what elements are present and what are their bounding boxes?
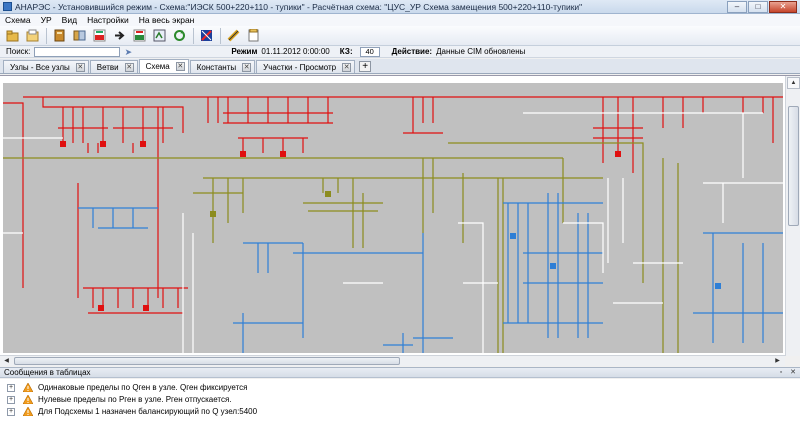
import-icon bbox=[73, 30, 85, 41]
vertical-scroll-thumb[interactable] bbox=[788, 106, 799, 226]
tab-branches[interactable]: Ветви ✕ bbox=[89, 60, 138, 73]
tab-label: Ветви bbox=[96, 62, 119, 72]
toolbar-separator bbox=[220, 27, 221, 44]
arrow-icon bbox=[114, 31, 125, 40]
menu-scheme[interactable]: Схема bbox=[5, 15, 31, 25]
calc-icon bbox=[153, 29, 165, 42]
close-icon[interactable]: ✕ bbox=[124, 62, 134, 72]
window-title: АНАРЭС - Установившийся режим - Схема:"И… bbox=[15, 1, 583, 12]
maximize-button[interactable]: □ bbox=[748, 0, 768, 13]
mode-label: Режим bbox=[231, 47, 258, 56]
tab-scheme[interactable]: Схема ✕ bbox=[138, 59, 189, 73]
network-110kv-lines bbox=[78, 193, 783, 353]
scroll-left-icon[interactable]: ◀ bbox=[4, 358, 9, 364]
mode-value: 01.11.2012 0:00:00 bbox=[261, 47, 330, 56]
toolbar-separator bbox=[46, 27, 47, 44]
cim-import-icon bbox=[93, 29, 105, 42]
close-icon[interactable]: ✕ bbox=[790, 369, 796, 376]
toolbar-separator bbox=[193, 27, 194, 44]
message-text: Нулевые пределы по Pген в узле. Pген отп… bbox=[38, 395, 232, 404]
restore-icon[interactable]: ▫ bbox=[779, 369, 783, 376]
open-icon bbox=[6, 30, 18, 42]
close-icon[interactable]: ✕ bbox=[175, 62, 185, 71]
search-go-icon[interactable]: ➤ bbox=[124, 46, 133, 57]
warning-icon bbox=[23, 383, 33, 392]
action-label: Действие: bbox=[391, 47, 433, 56]
scroll-right-icon[interactable]: ▶ bbox=[775, 358, 780, 364]
network-other-lines bbox=[3, 112, 783, 353]
messages-title: Сообщения в таблицах bbox=[4, 368, 91, 377]
list-item[interactable]: + Одинаковые пределы по Qген в узле. Qге… bbox=[0, 382, 800, 393]
info-bar: Поиск: ➤ Режим 01.11.2012 0:00:00 КЗ: 40… bbox=[0, 46, 800, 58]
search-input[interactable] bbox=[34, 46, 121, 57]
open-button[interactable] bbox=[3, 27, 21, 45]
folder-button[interactable] bbox=[23, 27, 41, 45]
close-icon[interactable]: ✕ bbox=[75, 62, 85, 72]
horizontal-scroll-thumb[interactable] bbox=[14, 357, 400, 365]
title-bar: АНАРЭС - Установившийся режим - Схема:"И… bbox=[0, 0, 800, 14]
refresh-button[interactable] bbox=[170, 27, 188, 45]
list-item[interactable]: + Для Подсхемы 1 назначен балансирующий … bbox=[0, 406, 800, 417]
tab-label: Узлы - Все узлы bbox=[10, 62, 70, 72]
messages-panel-header: Сообщения в таблицах ▫ ✕ bbox=[0, 367, 800, 378]
add-tab-button[interactable]: + bbox=[359, 61, 372, 72]
report-button[interactable] bbox=[244, 27, 262, 45]
messages-list: + Одинаковые пределы по Qген в узле. Qге… bbox=[0, 379, 800, 432]
cim-export-icon bbox=[133, 29, 145, 42]
flag-icon bbox=[200, 30, 212, 41]
run-button[interactable] bbox=[224, 27, 242, 45]
close-icon[interactable]: ✕ bbox=[342, 62, 352, 72]
app-icon bbox=[3, 2, 12, 11]
arrow-button[interactable] bbox=[110, 27, 128, 45]
cim-import-button[interactable] bbox=[90, 27, 108, 45]
menu-view[interactable]: Вид bbox=[61, 15, 78, 25]
close-icon[interactable]: ✕ bbox=[242, 62, 252, 72]
refresh-icon bbox=[173, 30, 185, 41]
message-text: Для Подсхемы 1 назначен балансирующий по… bbox=[38, 407, 258, 416]
network-diagram[interactable] bbox=[3, 83, 783, 353]
list-item[interactable]: + Нулевые пределы по Pген в узле. Pген о… bbox=[0, 394, 800, 405]
vertical-scrollbar[interactable]: ▲ bbox=[785, 76, 800, 356]
kz-field[interactable]: 40 bbox=[359, 46, 380, 57]
menu-ur[interactable]: УР bbox=[40, 15, 52, 25]
run-icon bbox=[227, 29, 239, 42]
expand-icon[interactable]: + bbox=[7, 395, 15, 404]
close-button[interactable]: ✕ bbox=[769, 0, 797, 13]
menu-settings[interactable]: Настройки bbox=[87, 15, 129, 25]
report-icon bbox=[248, 29, 258, 42]
cim-export-button[interactable] bbox=[130, 27, 148, 45]
tab-bar: Узлы - Все узлы ✕ Ветви ✕ Схема ✕ Конста… bbox=[0, 59, 800, 74]
expand-icon[interactable]: + bbox=[7, 383, 15, 392]
tab-sections[interactable]: Участки - Просмотр ✕ bbox=[256, 60, 356, 73]
folder-icon bbox=[26, 29, 38, 42]
tab-constants[interactable]: Константы ✕ bbox=[189, 60, 256, 73]
search-label: Поиск: bbox=[6, 47, 31, 56]
tab-label: Константы bbox=[196, 62, 237, 72]
scheme-canvas[interactable] bbox=[3, 83, 783, 353]
switch-symbols bbox=[60, 141, 721, 311]
scroll-up-icon[interactable]: ▲ bbox=[787, 77, 800, 89]
kz-label: КЗ: bbox=[339, 47, 353, 56]
flag-button[interactable] bbox=[197, 27, 215, 45]
book-icon bbox=[54, 29, 64, 42]
menu-fullscreen[interactable]: На весь экран bbox=[138, 15, 195, 25]
tab-label: Участки - Просмотр bbox=[263, 62, 337, 72]
network-220kv-lines bbox=[3, 142, 679, 353]
horizontal-scrollbar[interactable]: ◀ ▶ bbox=[0, 355, 785, 366]
minimize-button[interactable]: – bbox=[727, 0, 747, 13]
expand-icon[interactable]: + bbox=[7, 407, 15, 416]
tab-nodes[interactable]: Узлы - Все узлы ✕ bbox=[3, 60, 89, 73]
calc-button[interactable] bbox=[150, 27, 168, 45]
scheme-canvas-area: ▲ bbox=[0, 75, 800, 356]
warning-icon bbox=[23, 407, 33, 416]
network-500kv-lines bbox=[3, 96, 783, 314]
warning-icon bbox=[23, 395, 33, 404]
action-value: Данные CIM обновлены bbox=[436, 47, 526, 56]
book-button[interactable] bbox=[50, 27, 68, 45]
menu-bar: Схема УР Вид Настройки На весь экран bbox=[0, 14, 800, 26]
toolbar bbox=[0, 26, 800, 46]
import-button[interactable] bbox=[70, 27, 88, 45]
tab-label: Схема bbox=[145, 62, 170, 71]
message-text: Одинаковые пределы по Qген в узле. Qген … bbox=[38, 383, 248, 392]
